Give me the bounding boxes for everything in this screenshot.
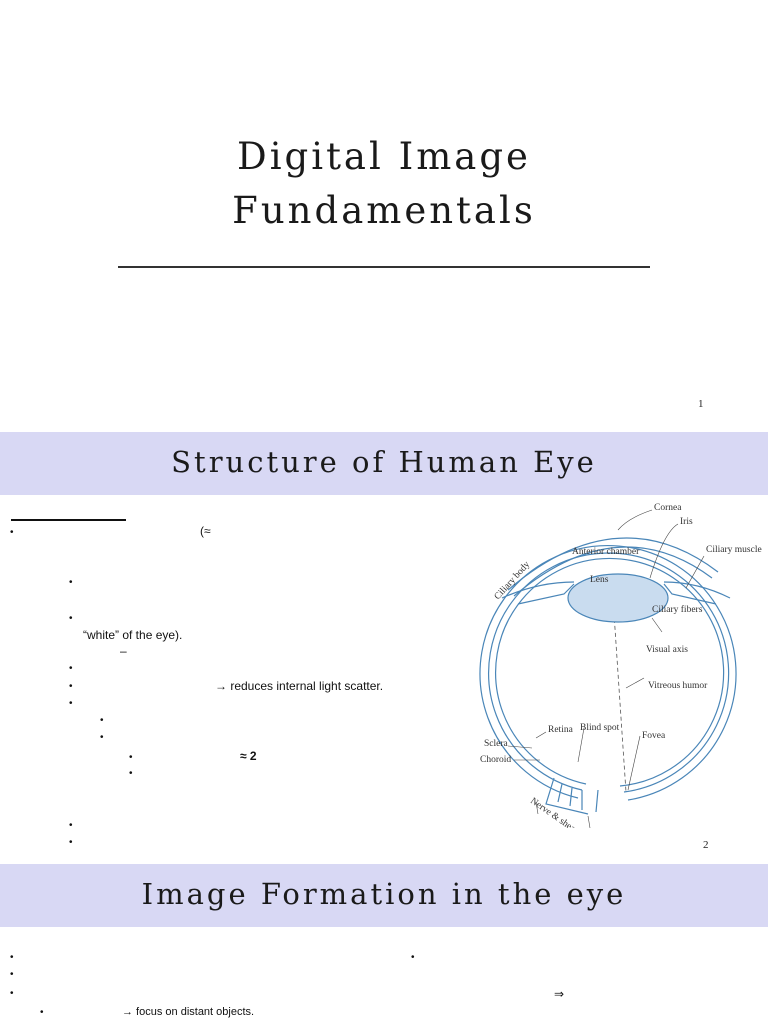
bullet: • — [69, 698, 73, 709]
text-fragment: → focus on distant objects. — [122, 1006, 255, 1018]
eye-diagram: Cornea Iris Ciliary muscle Ciliary body … — [479, 503, 762, 828]
label-anterior-chamber: Anterior chamber — [572, 547, 640, 557]
heading-underline — [11, 519, 126, 521]
bullet: • — [100, 732, 104, 743]
bullet: • — [69, 837, 73, 848]
bullet: • — [69, 681, 73, 692]
label-lens: Lens — [590, 575, 609, 585]
title-slide: Digital Image Fundamentals 1 — [0, 0, 768, 432]
title-band: Structure of Human Eye — [0, 432, 768, 495]
slide-title: Structure of Human Eye — [171, 445, 597, 479]
label-nerve-sheath: Nerve & sheath — [528, 796, 583, 828]
bullet: • — [10, 952, 14, 963]
page-number: 1 — [698, 398, 704, 410]
label-choroid: Choroid — [480, 755, 511, 765]
text-fragment: – — [120, 644, 127, 658]
bullet: • — [10, 988, 14, 999]
sclera-outline — [479, 545, 737, 801]
bullet: • — [69, 820, 73, 831]
text-fragment: (≈ — [200, 524, 211, 538]
choroid-outline — [488, 552, 730, 793]
title-line-2: Fundamentals — [232, 189, 536, 232]
label-ciliary-fibers: Ciliary fibers — [652, 604, 703, 615]
eye-structure-slide: Structure of Human Eye • (≈ • • “white” … — [0, 432, 768, 864]
text-fragment: ⇒ — [554, 987, 565, 1001]
bullet: • — [40, 1007, 44, 1018]
label-sclera: Sclera — [484, 739, 509, 749]
label-fovea: Fovea — [642, 731, 666, 741]
bullet: • — [129, 768, 133, 779]
text-fragment: “white” of the eye). — [83, 628, 183, 642]
bullet: • — [10, 969, 14, 980]
title-underline — [118, 266, 650, 268]
label-cornea: Cornea — [654, 503, 682, 513]
bullet: • — [100, 715, 104, 726]
bullet: • — [69, 663, 73, 674]
bullet: • — [129, 752, 133, 763]
label-vitreous-humor: Vitreous humor — [648, 681, 708, 691]
page-number: 2 — [703, 839, 709, 851]
label-ciliary-body: Ciliary body — [493, 560, 533, 602]
label-ciliary-muscle: Ciliary muscle — [706, 545, 762, 555]
title-band: Image Formation in the eye — [0, 864, 768, 927]
bullet: • — [10, 527, 14, 538]
bullet: • — [69, 613, 73, 624]
text-fragment: ≈ 2 — [240, 749, 257, 763]
retina-outline — [495, 557, 725, 787]
image-formation-slide: Image Formation in the eye • • • • ⇒ • →… — [0, 864, 768, 1024]
bullet: • — [411, 952, 415, 963]
optic-nerve — [545, 777, 589, 815]
slide-title: Image Formation in the eye — [141, 877, 627, 911]
slide-title: Digital Image Fundamentals — [0, 130, 768, 238]
text-fragment: → reduces internal light scatter. — [215, 679, 384, 693]
bullet: • — [69, 577, 73, 588]
title-line-1: Digital Image — [237, 135, 531, 178]
label-iris: Iris — [680, 517, 693, 527]
label-retina: Retina — [548, 725, 574, 735]
cornea-outline — [507, 537, 719, 591]
lens-shape — [567, 573, 669, 623]
label-blind-spot: Blind spot — [580, 723, 620, 733]
label-visual-axis: Visual axis — [646, 645, 688, 655]
